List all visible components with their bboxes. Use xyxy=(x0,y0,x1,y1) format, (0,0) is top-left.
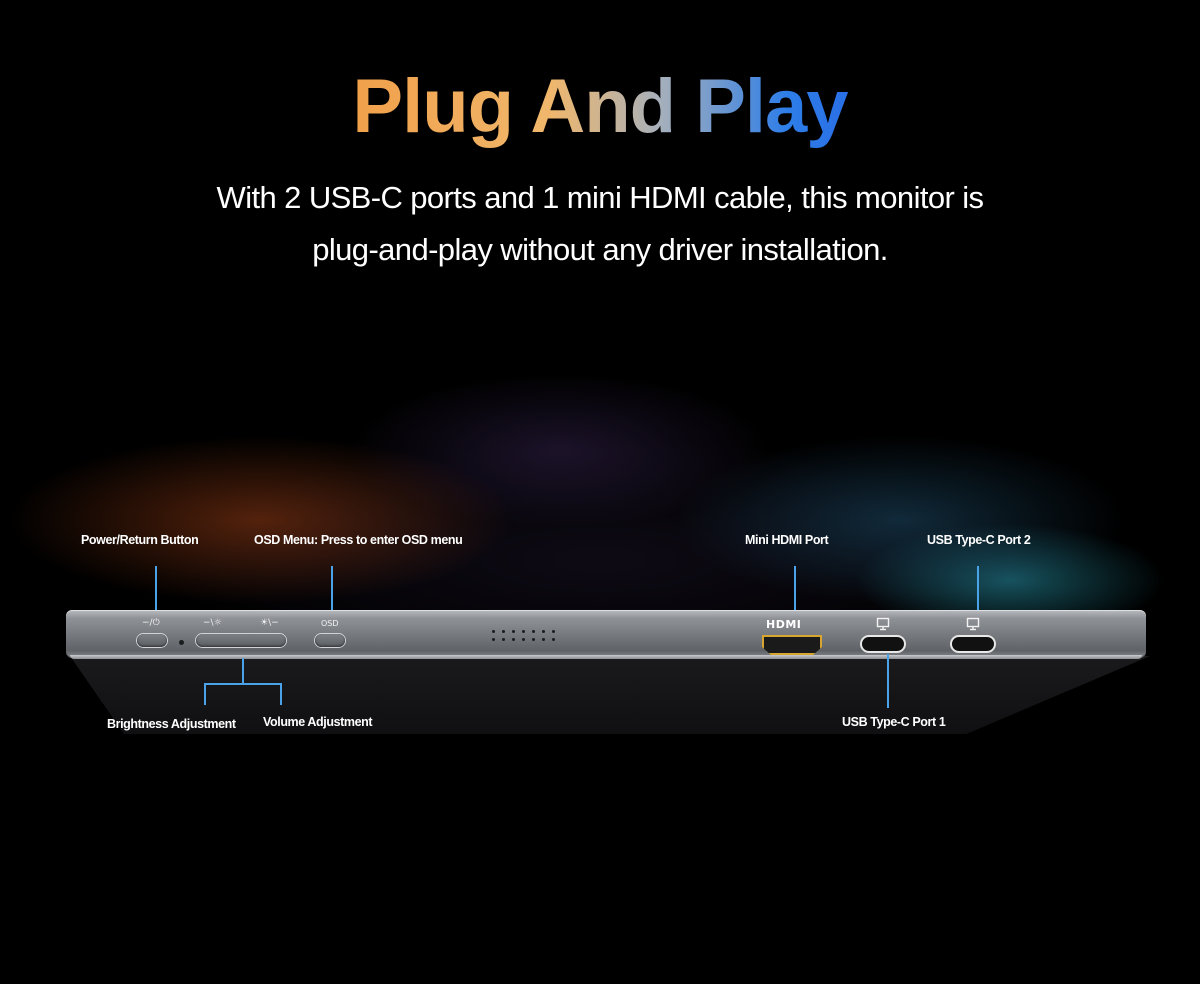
osd-glyph: OSD xyxy=(321,619,339,628)
osd-menu-leader xyxy=(331,566,333,614)
brightness-volume-rocker[interactable] xyxy=(196,634,286,647)
page-subtitle: With 2 USB-C ports and 1 mini HDMI cable… xyxy=(216,180,984,267)
brightness-leader xyxy=(204,683,206,705)
mini-hdmi-port-label: Mini HDMI Port xyxy=(745,533,829,547)
device-underside xyxy=(70,656,1150,734)
speaker-grille xyxy=(492,630,562,646)
hdmi-logo: HDMI xyxy=(766,618,802,631)
osd-menu-button[interactable] xyxy=(315,634,345,647)
usbc-port-1-label: USB Type-C Port 1 xyxy=(842,715,946,729)
monitor-edge-highlight xyxy=(70,655,1142,659)
mini-hdmi-port[interactable] xyxy=(762,635,822,655)
usbc-port-2-leader xyxy=(977,566,979,614)
usbc-port-1-leader xyxy=(887,654,889,708)
rocker-leader-bar xyxy=(204,683,282,685)
brightness-glyph: −\☼ xyxy=(203,618,222,628)
page-title: Plug And Play xyxy=(352,64,848,149)
volume-leader xyxy=(280,683,282,705)
usbc-port-2[interactable] xyxy=(952,637,994,651)
mini-hdmi-leader xyxy=(794,566,796,614)
usbc-port-2-label: USB Type-C Port 2 xyxy=(927,533,1031,547)
rocker-leader-stem xyxy=(242,658,244,684)
brightness-adjustment-label: Brightness Adjustment xyxy=(107,717,236,731)
power-button-leader xyxy=(155,566,157,614)
monitor-icon xyxy=(876,617,890,631)
indicator-led xyxy=(179,640,184,645)
volume-adjustment-label: Volume Adjustment xyxy=(263,715,373,729)
monitor-icon xyxy=(966,617,980,631)
power-glyph: −/⏻ xyxy=(142,618,160,628)
power-return-button[interactable] xyxy=(137,634,167,647)
volume-glyph: ☀\− xyxy=(260,618,279,628)
osd-menu-label: OSD Menu: Press to enter OSD menu xyxy=(254,533,463,547)
usbc-port-1[interactable] xyxy=(862,637,904,651)
power-button-label: Power/Return Button xyxy=(81,533,199,547)
